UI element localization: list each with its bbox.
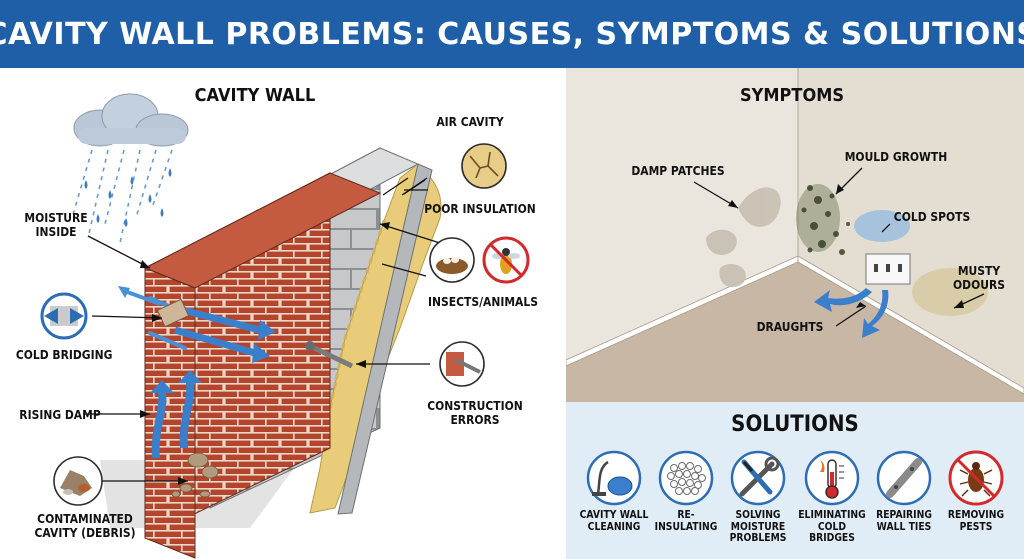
air-cavity-label: AIR CAVITY <box>436 114 504 129</box>
poor-insulation-icon <box>461 143 507 189</box>
causes-panel: CAVITY WALL AIR CAVITY POOR INSULATION M… <box>0 68 566 559</box>
nest-icon <box>429 237 475 283</box>
page-title: CAVITY WALL PROBLEMS: CAUSES, SYMPTOMS &… <box>0 16 1024 52</box>
solution-label-reinsulating: RE-INSULATING <box>654 509 718 533</box>
room-corner-illustration <box>566 68 1024 402</box>
construction-error-icon <box>439 341 485 387</box>
mould-growth-label: MOULD GROWTH <box>844 149 948 164</box>
draughts-label: DRAUGHTS <box>756 319 824 334</box>
insulation-beads-icon <box>658 450 714 506</box>
causes-title: CAVITY WALL <box>194 85 316 106</box>
no-wasp-icon <box>482 236 530 284</box>
solutions-title: SOLUTIONS <box>731 412 859 437</box>
no-pests-icon <box>948 450 1004 506</box>
cold-spot <box>854 210 910 242</box>
damp-patches-label: DAMP PATCHES <box>631 163 725 178</box>
solutions-panel: SOLUTIONS <box>566 402 1024 559</box>
header-bar: CAVITY WALL PROBLEMS: CAUSES, SYMPTOMS &… <box>0 0 1024 68</box>
rain-cloud-icon <box>71 93 189 244</box>
solution-icons <box>586 450 1004 506</box>
poor-insulation-label: POOR INSULATION <box>424 201 536 216</box>
solution-label-moisture: SOLVING MOISTURE PROBLEMS <box>729 509 787 545</box>
solution-label-cold-bridges: ELIMINATING COLD BRIDGES <box>798 509 866 545</box>
symptoms-panel: SYMPTOMS DAMP PATCHES MOULD GROWTH COLD … <box>566 68 1024 402</box>
wrench-screwdriver-icon <box>730 450 786 506</box>
solution-label-pests: REMOVING PESTS <box>947 509 1005 533</box>
musty-stain <box>912 268 988 316</box>
musty-odours-label: MUSTY ODOURS <box>953 263 1005 293</box>
solution-label-cleaning: CAVITY WALL CLEANING <box>579 509 649 533</box>
wall-tie-icon <box>876 450 932 506</box>
debris-icon <box>53 456 103 506</box>
draught-arrows <box>814 288 889 338</box>
thermometer-icon <box>804 450 860 506</box>
cold-spots-label: COLD SPOTS <box>893 209 971 224</box>
construction-errors-label: CONSTRUCTION ERRORS <box>427 398 523 428</box>
cavity-wall-diagram <box>40 93 530 559</box>
moisture-inside-label: MOISTURE INSIDE <box>24 210 88 240</box>
cold-bridging-label: COLD BRIDGING <box>15 347 113 362</box>
vacuum-cleaner-icon <box>586 450 642 506</box>
solution-label-wall-ties: REPAIRING WALL TIES <box>876 509 932 533</box>
cold-bridging-arrows <box>118 286 276 363</box>
symptoms-title: SYMPTOMS <box>739 85 845 106</box>
cold-bridge-icon <box>40 292 88 340</box>
contaminated-cavity-label: CONTAMINATED CAVITY (DEBRIS) <box>34 511 136 541</box>
wall-socket <box>865 253 911 285</box>
rising-damp-label: RISING DAMP <box>19 407 101 422</box>
mould-spots <box>796 184 850 255</box>
rising-damp-arrows <box>150 370 202 458</box>
insects-animals-label: INSECTS/ANIMALS <box>428 294 538 309</box>
wall-tie <box>305 341 354 369</box>
damp-patch <box>706 187 781 288</box>
